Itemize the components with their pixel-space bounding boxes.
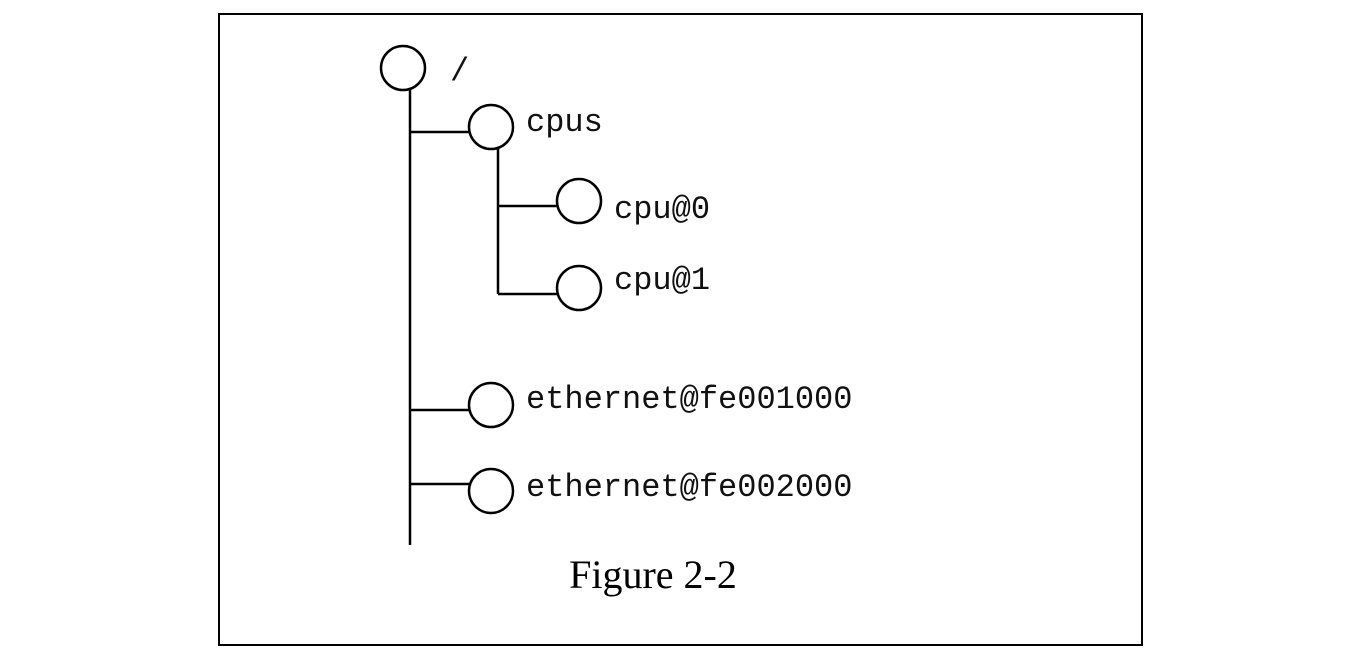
node-cpus-circle [467, 103, 515, 151]
node-cpu0-label: cpu@0 [614, 191, 710, 228]
node-eth1-label: ethernet@fe001000 [526, 381, 852, 418]
tree-edges [408, 88, 557, 545]
node-eth2-label: ethernet@fe002000 [526, 469, 852, 506]
node-cpu0-circle [555, 177, 603, 225]
node-eth2-circle [467, 467, 515, 515]
tree-nodes: / cpus cpu@0 cpu@1 ethernet@fe001000 eth… [379, 44, 852, 515]
node-eth1-circle [467, 381, 515, 429]
node-root-label: / [450, 53, 469, 90]
figure-frame [218, 13, 1143, 646]
node-root-circle [379, 44, 427, 92]
node-cpu1-circle [555, 264, 603, 312]
figure-caption: Figure 2-2 [569, 552, 737, 597]
node-cpus-label: cpus [526, 104, 603, 141]
node-cpu1-label: cpu@1 [614, 262, 710, 299]
